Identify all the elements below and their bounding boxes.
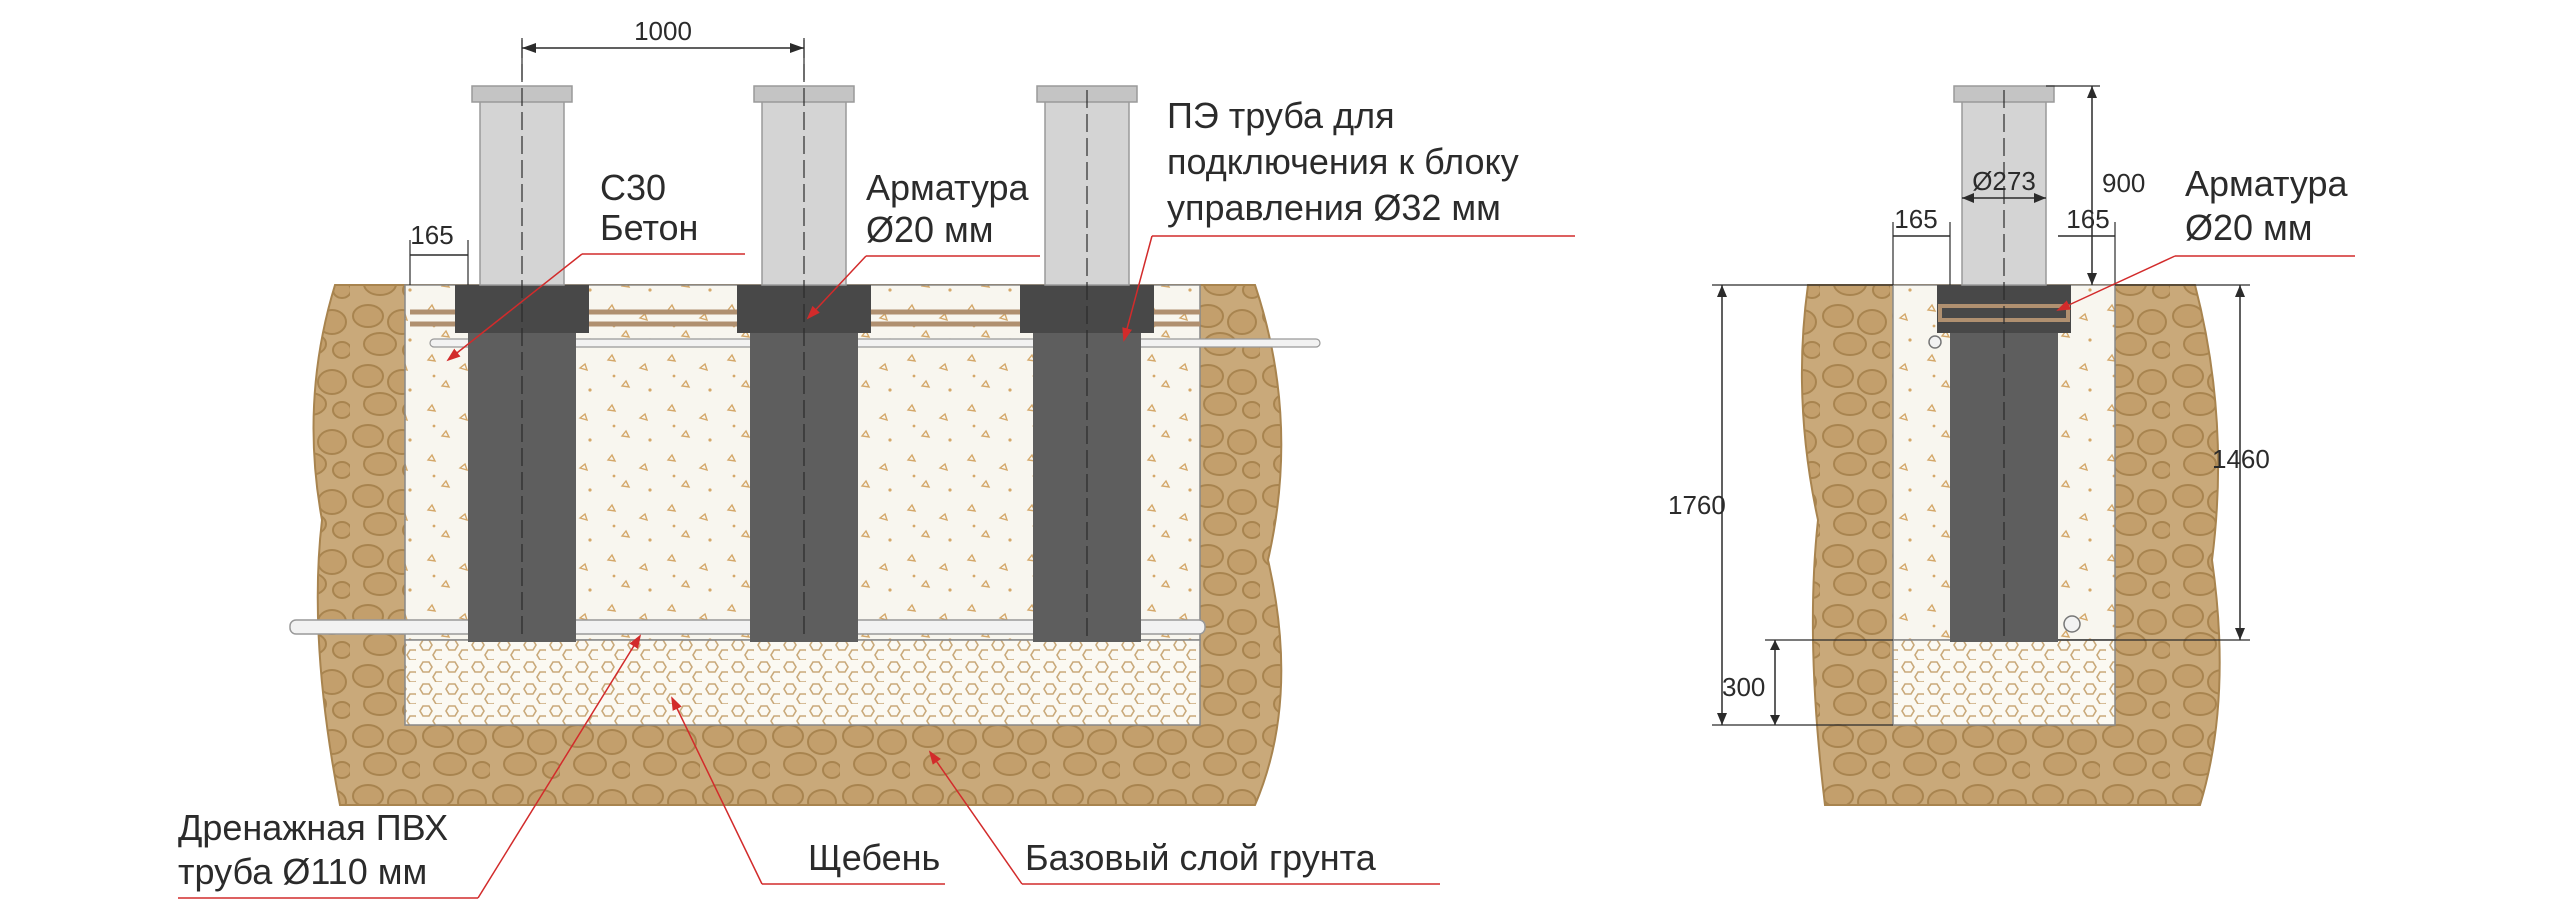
dimension-right-offset-a: 165	[1892, 204, 1951, 285]
label-gravel: Щебень	[671, 696, 945, 885]
dimension-left-offset-value: 165	[410, 220, 453, 250]
drain-pipe-section-right	[2063, 615, 2081, 633]
bollard-2	[737, 40, 871, 642]
dimension-gravel-depth: 300	[1722, 639, 1893, 725]
label-rebar-right-line1: Арматура	[2185, 163, 2349, 204]
label-concrete-line1: C30	[600, 167, 666, 208]
label-soil: Базовый слой грунта	[928, 750, 1440, 885]
bollard-3	[1020, 85, 1154, 642]
dimension-right-offset-b: 165	[2058, 204, 2116, 285]
label-rebar-right-line2: Ø20 мм	[2185, 207, 2313, 248]
gravel-layer-left	[404, 639, 1201, 726]
dimension-diameter: Ø273	[1962, 166, 2046, 203]
label-pe-pipe-line1: ПЭ труба для	[1167, 95, 1395, 136]
dimension-spacing: 1000	[521, 16, 805, 80]
gravel-layer-right	[1892, 639, 2116, 726]
dimension-total-depth: 1760	[1668, 284, 1893, 726]
dimension-gravel-depth-value: 300	[1722, 672, 1765, 702]
label-rebar-left-line1: Арматура	[866, 167, 1030, 208]
dimension-left-offset: 165	[409, 220, 469, 285]
label-drainage: Дренажная ПВХ труба Ø110 мм	[178, 634, 642, 899]
right-section: Ø273 900 165 165 1	[1668, 85, 2355, 806]
dimension-total-depth-value: 1760	[1668, 490, 1726, 520]
label-concrete-line2: Бетон	[600, 207, 698, 248]
label-pe-pipe: ПЭ труба для подключения к блоку управле…	[1122, 95, 1575, 342]
dimension-right-offset-b-value: 165	[2066, 204, 2109, 234]
dimension-bollard-height-value: 900	[2102, 168, 2145, 198]
label-pe-pipe-line2: подключения к блоку	[1167, 141, 1519, 182]
dimension-right-offset-a-value: 165	[1894, 204, 1937, 234]
label-concrete: C30 Бетон	[446, 167, 745, 362]
pe-pipe-section-right	[1928, 335, 1942, 349]
left-section: 1000 165 C30 Бетон Арматура Ø20 мм ПЭ тр…	[178, 16, 1575, 899]
bollard-1	[455, 40, 589, 642]
label-rebar-right: Арматура Ø20 мм	[2056, 163, 2355, 311]
dimension-bollard-height: 900	[2046, 85, 2145, 285]
label-pe-pipe-line3: управления Ø32 мм	[1167, 187, 1501, 228]
dimension-spacing-value: 1000	[634, 16, 692, 46]
dimension-embed-depth-value: 1460	[2212, 444, 2270, 474]
dimension-diameter-value: Ø273	[1972, 166, 2036, 196]
dimension-embed-depth: 1460	[2058, 284, 2270, 641]
label-drainage-line1: Дренажная ПВХ	[178, 807, 448, 848]
label-gravel-text: Щебень	[808, 837, 940, 878]
label-soil-text: Базовый слой грунта	[1025, 837, 1377, 878]
label-rebar-left: Арматура Ø20 мм	[806, 167, 1040, 320]
label-drainage-line2: труба Ø110 мм	[178, 851, 427, 892]
label-rebar-left-line2: Ø20 мм	[866, 209, 994, 250]
